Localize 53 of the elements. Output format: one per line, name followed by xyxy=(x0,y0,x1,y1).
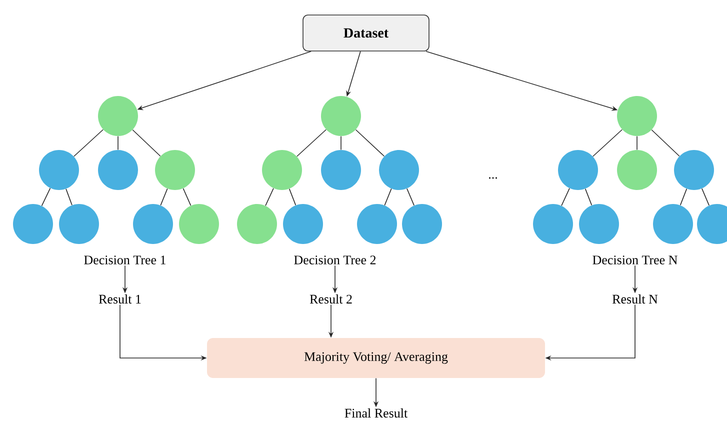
tree-branch-line xyxy=(160,188,168,206)
tree-branch-line xyxy=(702,188,710,206)
voting-box: Majority Voting/ Averaging xyxy=(207,338,545,378)
tree-node-circle xyxy=(39,150,79,190)
tree-branch-line xyxy=(651,129,680,156)
tree-node-circle xyxy=(379,150,419,190)
tree-label: Decision Tree N xyxy=(592,256,678,264)
tree-node-circle xyxy=(533,204,573,244)
tree-branch-line xyxy=(265,188,274,206)
tree-node-circle xyxy=(653,204,693,244)
tree-node-circle xyxy=(237,204,277,244)
tree-branch-line xyxy=(66,188,72,206)
tree-node-circle xyxy=(357,204,397,244)
result-label: Result 2 xyxy=(310,294,352,304)
dataset-box: Dataset xyxy=(302,14,430,52)
tree-branch-line xyxy=(340,136,342,150)
tree-branch-line xyxy=(74,129,104,157)
tree-branch-line xyxy=(296,129,326,157)
tree-node-circle xyxy=(321,96,361,136)
tree-branch-line xyxy=(182,188,192,206)
tree-label: Decision Tree 2 xyxy=(294,256,376,264)
tree-branch-line xyxy=(41,188,51,206)
tree-branch-line xyxy=(132,129,161,156)
tree-node-circle xyxy=(98,150,138,190)
tree-branch-line xyxy=(406,188,414,206)
tree-branch-line xyxy=(384,188,392,206)
tree-node-circle xyxy=(321,150,361,190)
tree-node-circle xyxy=(59,204,99,244)
tree-node-circle xyxy=(579,204,619,244)
ellipsis-label: ... xyxy=(489,177,498,179)
tree-node-circle xyxy=(13,204,53,244)
tree-node-circle xyxy=(674,150,714,190)
tree-node-circle xyxy=(133,204,173,244)
tree-branch-line xyxy=(584,188,592,206)
tree-branch-line xyxy=(680,188,688,206)
tree-branch-line xyxy=(288,188,296,206)
tree-node-circle xyxy=(617,96,657,136)
tree-branch-line xyxy=(636,136,638,150)
tree-branch-line xyxy=(355,129,385,157)
tree-node-circle xyxy=(179,204,219,244)
result-label: Result N xyxy=(612,294,658,304)
tree-branch-line xyxy=(561,188,570,206)
tree-node-circle xyxy=(617,150,657,190)
tree-branch-line xyxy=(592,129,622,157)
tree-node-circle xyxy=(155,150,195,190)
result-label: Result 1 xyxy=(98,294,141,304)
tree-node-circle xyxy=(558,150,598,190)
tree-node-circle xyxy=(283,204,323,244)
tree-node-circle xyxy=(98,96,138,136)
result-label: Final Result xyxy=(344,408,408,418)
tree-node-circle xyxy=(262,150,302,190)
tree-label: Decision Tree 1 xyxy=(84,256,166,264)
tree-node-circle xyxy=(402,204,442,244)
